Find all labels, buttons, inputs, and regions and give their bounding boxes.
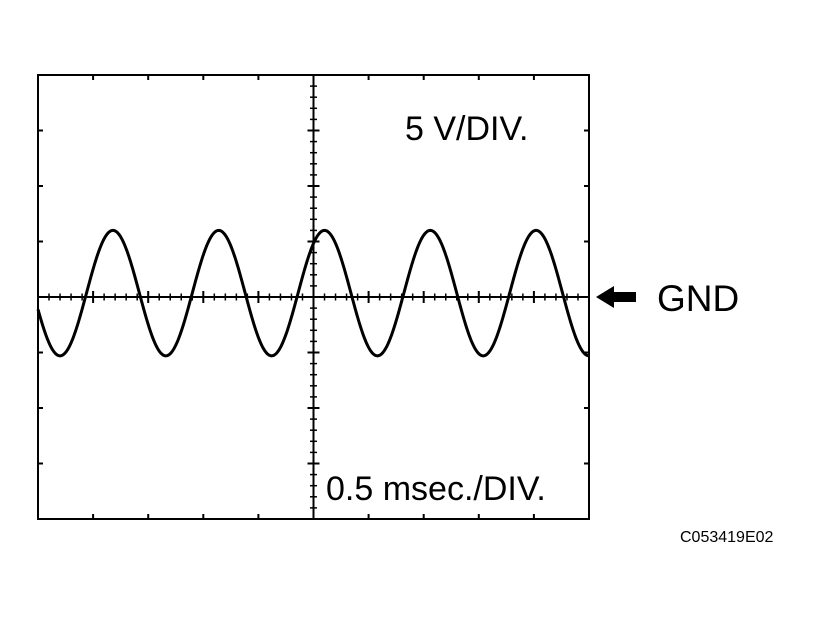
gnd-label: GND xyxy=(657,278,740,319)
horizontal-scale-label: 0.5 msec./DIV. xyxy=(326,470,546,508)
gnd-arrow-icon xyxy=(596,286,636,308)
figure-code: C053419E02 xyxy=(680,529,774,546)
vertical-scale-label: 5 V/DIV. xyxy=(405,110,529,148)
waveform-trace xyxy=(36,228,590,358)
